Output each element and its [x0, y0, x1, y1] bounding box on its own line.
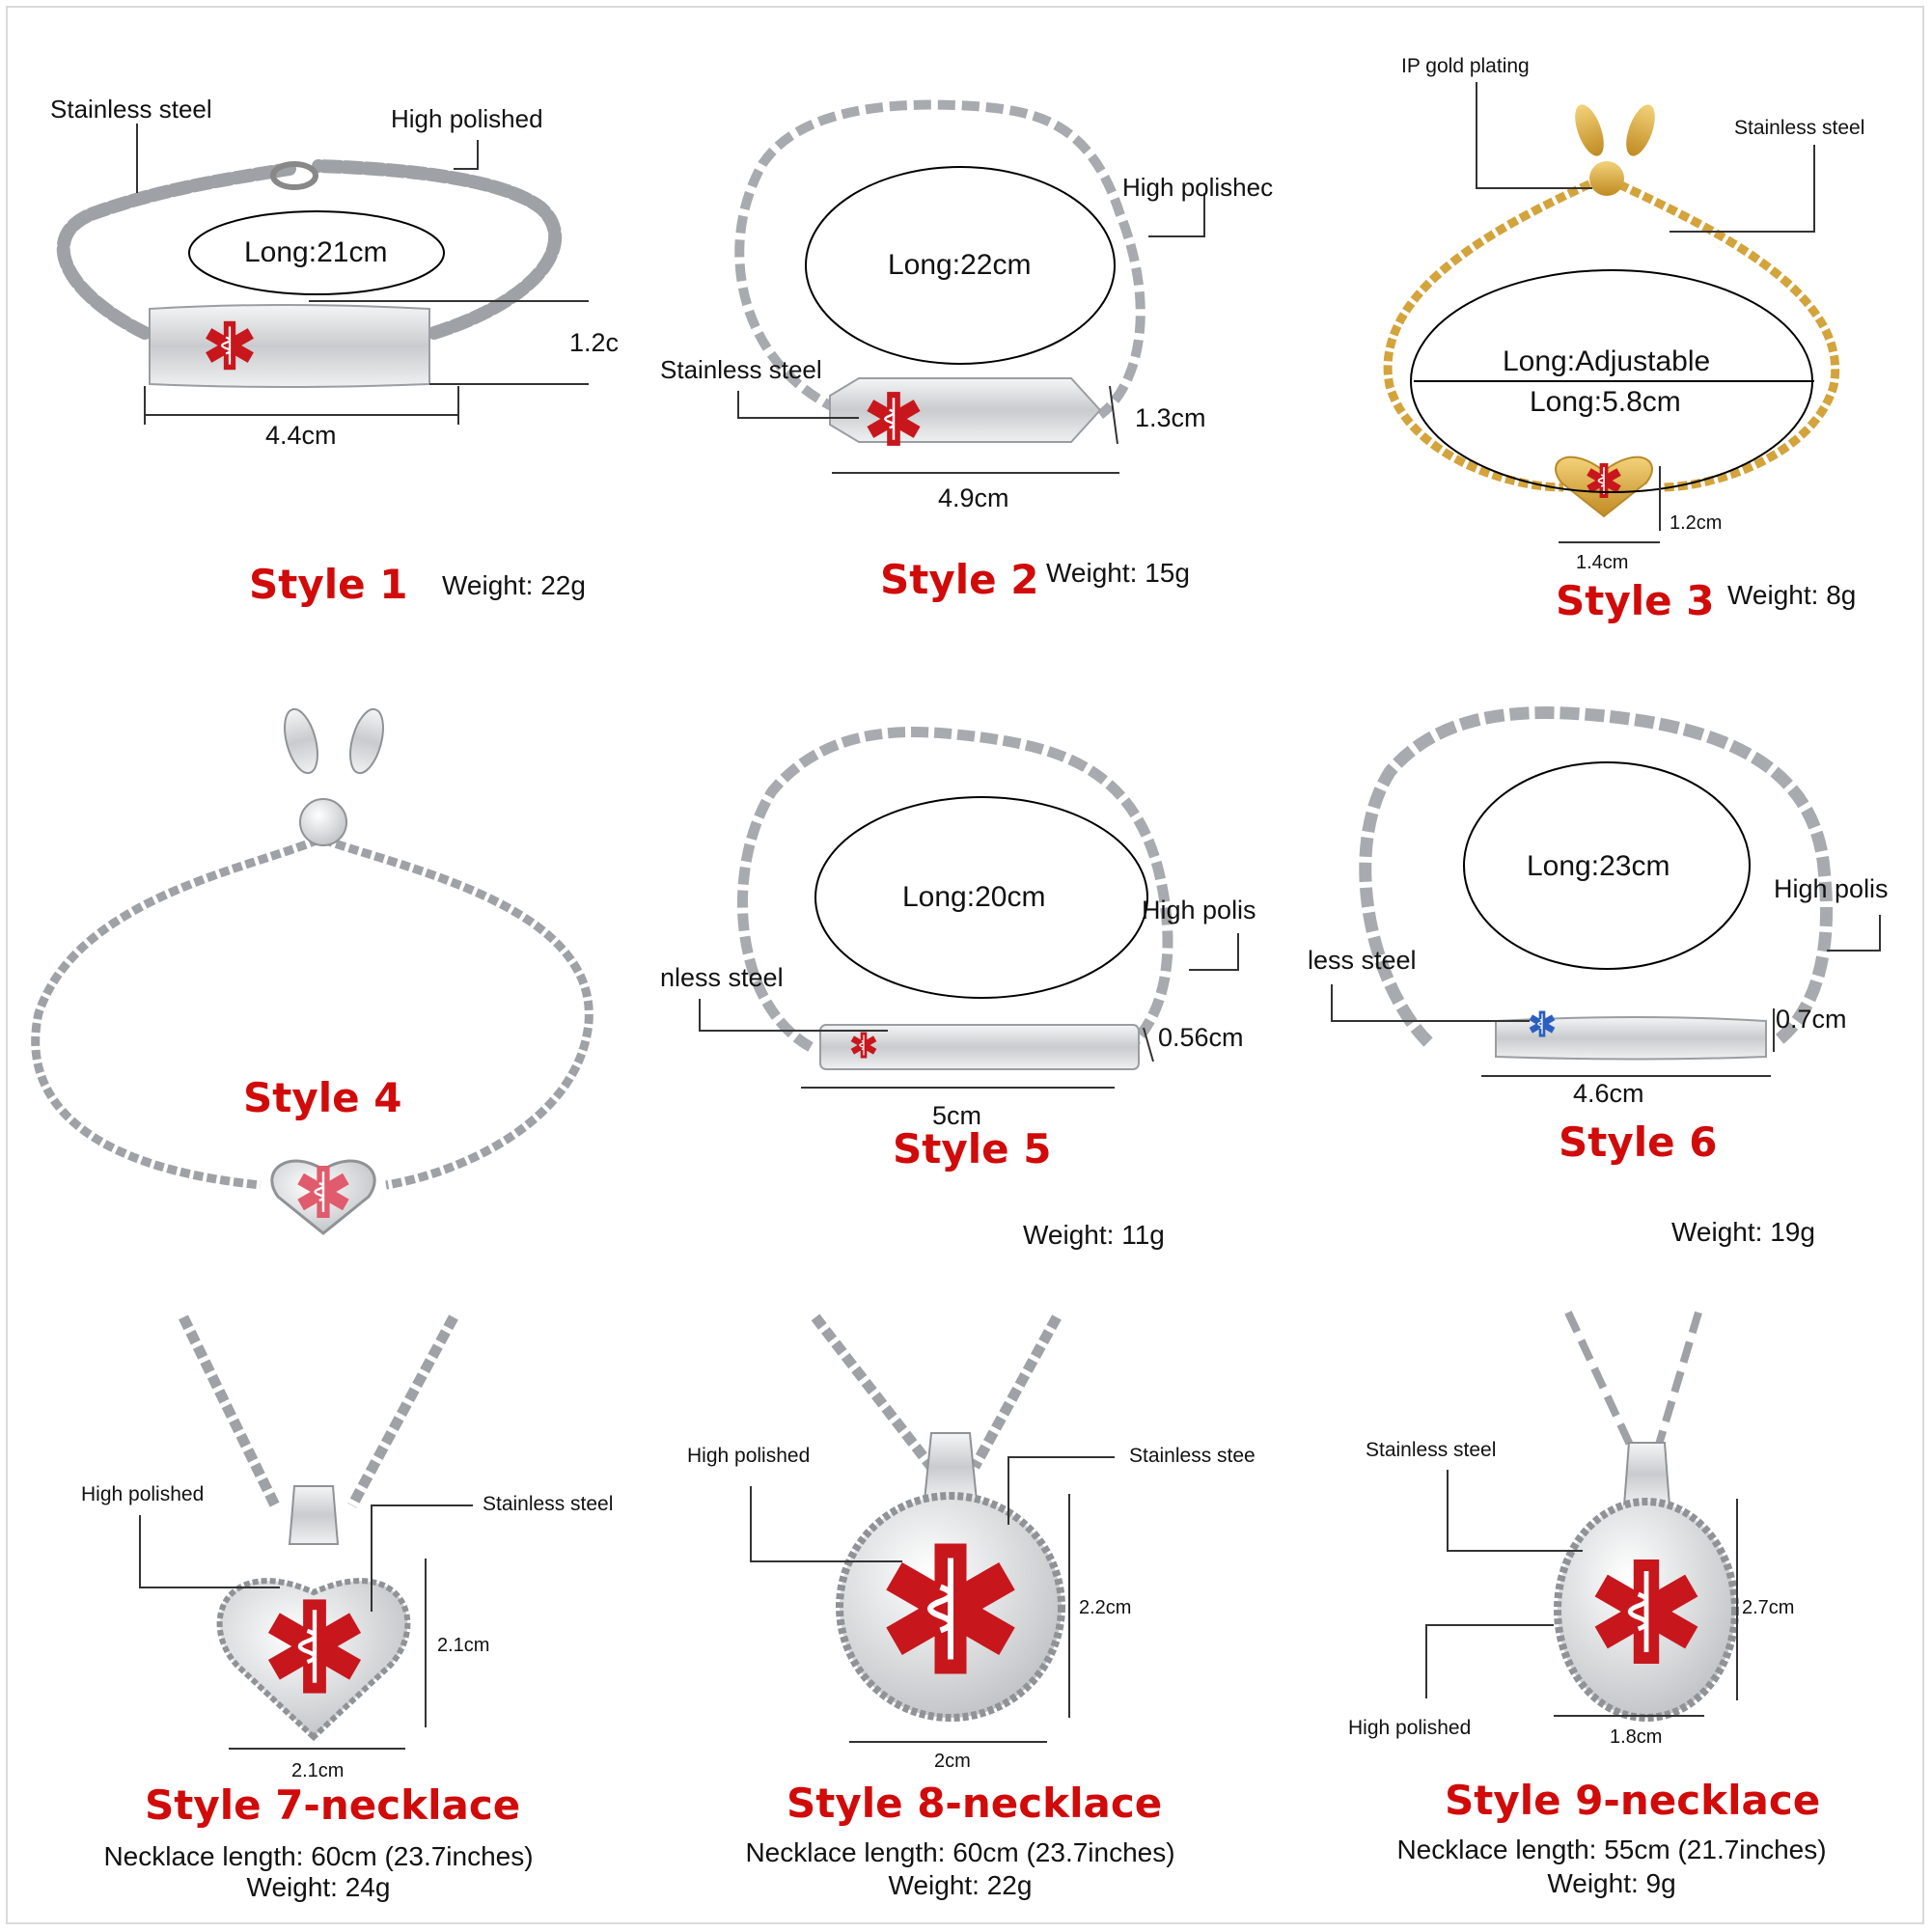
style-3-height: 1.2cm [1670, 512, 1723, 534]
style-9-label-polished: High polished [1348, 1717, 1472, 1739]
style-8-title: Style 8-necklace [787, 1780, 1163, 1827]
style-7-length: Necklace length: 60cm (23.7inches) [103, 1841, 534, 1871]
style-1-label-polished: High polished [391, 104, 543, 133]
style-8-length: Necklace length: 60cm (23.7inches) [745, 1837, 1175, 1867]
style-3-weight: Weight: 8g [1727, 580, 1857, 610]
style-8-label-polished: High polished [687, 1445, 811, 1467]
style-4-bracelet [31, 835, 593, 1190]
style-5-title: Style 5 [893, 1125, 1052, 1173]
style-1-width: 4.4cm [265, 421, 337, 450]
style-5-width: 5cm [932, 1101, 982, 1130]
style-6-weight: Weight: 19g [1671, 1217, 1815, 1247]
style-3-length-2: Long:5.8cm [1530, 386, 1681, 418]
style-4-title: Style 4 [243, 1074, 402, 1121]
style-6-bracelet [1359, 706, 1833, 1048]
style-3-label-stainless: Stainless steel [1734, 117, 1865, 139]
style-6-title: Style 6 [1559, 1118, 1718, 1166]
style-7-title: Style 7-necklace [145, 1781, 521, 1829]
style-1-weight: Weight: 22g [442, 570, 586, 600]
image-border [6, 6, 1924, 1924]
style-8-height: 2.2cm [1079, 1597, 1132, 1618]
style-5-weight: Weight: 11g [1023, 1220, 1165, 1250]
style-9-height: 2.7cm [1742, 1597, 1795, 1618]
style-2-title: Style 2 [880, 556, 1039, 603]
style-5-height: 0.56cm [1158, 1023, 1244, 1052]
style-6-length: Long:23cm [1527, 850, 1670, 882]
style-1-length: Long:21cm [244, 236, 388, 268]
style-2-height: 1.3cm [1135, 403, 1206, 432]
style-5-bracelet [737, 727, 1173, 1052]
style-1-title: Style 1 [249, 561, 408, 608]
style-2-length: Long:22cm [888, 249, 1032, 281]
style-9-weight: Weight: 9g [1547, 1868, 1676, 1898]
style-3-title: Style 3 [1556, 577, 1715, 624]
style-6-label-polished: High polis [1774, 874, 1889, 903]
style-5-label-stainless: nless steel [660, 963, 784, 992]
style-9-title: Style 9-necklace [1445, 1777, 1821, 1824]
style-7-weight: Weight: 24g [246, 1872, 391, 1902]
style-6-width: 4.6cm [1573, 1079, 1644, 1108]
style-7-label-stainless: Stainless steel [483, 1493, 614, 1515]
style-9-width: 1.8cm [1610, 1726, 1663, 1748]
style-7-label-polished: High polished [81, 1483, 205, 1505]
style-1-height: 1.2c [569, 328, 620, 357]
style-2-bracelet [734, 99, 1145, 419]
style-5-length: Long:20cm [902, 881, 1046, 913]
style-3-width: 1.4cm [1576, 552, 1629, 573]
style-8-width: 2cm [934, 1751, 971, 1772]
style-3-label-gold: IP gold plating [1401, 55, 1530, 77]
style-6-height: 0.7cm [1776, 1005, 1847, 1034]
style-6-label-stainless: less steel [1308, 946, 1417, 975]
style-2-label-polished: High polishec [1122, 173, 1274, 202]
style-7-chain [179, 1314, 458, 1508]
style-9-label-stainless: Stainless steel [1366, 1439, 1497, 1461]
style-3-length: Long:Adjustable [1503, 345, 1711, 377]
style-7-width: 2.1cm [291, 1760, 345, 1781]
style-2-label-stainless: Stainless steel [660, 355, 822, 384]
style-9-chain [1564, 1311, 1702, 1459]
style-8-weight: Weight: 22g [888, 1870, 1033, 1900]
style-9-length: Necklace length: 55cm (21.7inches) [1396, 1835, 1827, 1864]
style-8-label-stainless: Stainless stee [1129, 1445, 1256, 1467]
style-2-weight: Weight: 15g [1046, 558, 1190, 588]
style-1-bracelet [56, 159, 563, 340]
style-3-bracelet [1383, 174, 1840, 492]
style-1-label-stainless: Stainless steel [50, 95, 212, 124]
style-5-label-polished: High polis [1142, 896, 1256, 925]
style-8-chain [811, 1313, 1062, 1471]
style-2-width: 4.9cm [938, 483, 1009, 512]
style-7-height: 2.1cm [437, 1635, 490, 1656]
